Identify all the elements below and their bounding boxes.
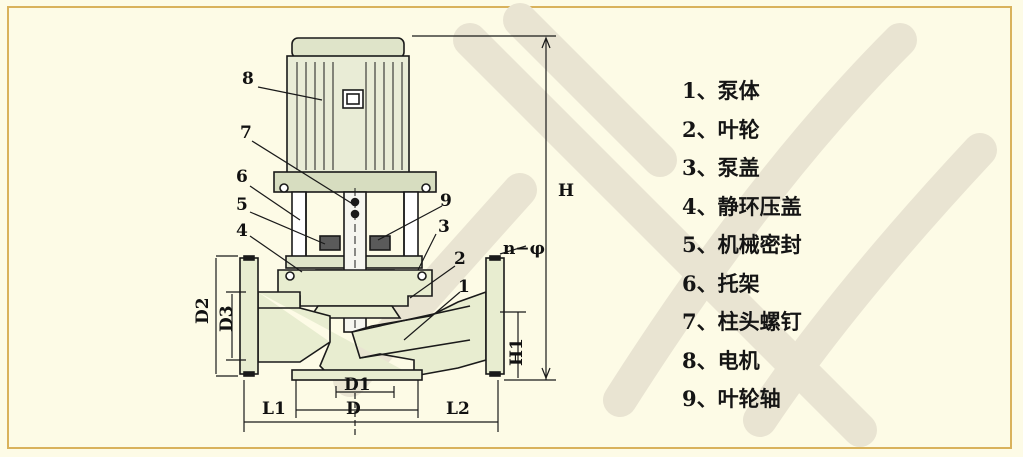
dim-D2: D2 bbox=[193, 297, 213, 324]
callout-4: 4 bbox=[236, 221, 248, 241]
callout-1: 1 bbox=[458, 277, 470, 297]
parts-legend: 1、泵体 2、叶轮 3、泵盖 4、静环压盖 5、机械密封 6、托架 7、柱头螺钉… bbox=[682, 72, 802, 419]
legend-item-1: 1、泵体 bbox=[682, 78, 760, 103]
legend-item-9: 9、叶轮轴 bbox=[682, 386, 781, 411]
dim-D: D bbox=[346, 399, 361, 419]
callout-6: 6 bbox=[236, 167, 248, 187]
dim-H1: H1 bbox=[507, 338, 527, 366]
dim-L2: L2 bbox=[446, 399, 470, 419]
dimension-lines bbox=[215, 35, 556, 438]
dim-D3: D3 bbox=[217, 305, 237, 332]
callout-7: 7 bbox=[240, 123, 252, 143]
legend-item-6: 6、托架 bbox=[682, 270, 760, 296]
callout-numbers: 8 7 6 5 4 9 3 2 1 bbox=[236, 69, 470, 297]
callout-2: 2 bbox=[454, 249, 466, 269]
callout-5: 5 bbox=[236, 195, 248, 215]
callout-9: 9 bbox=[440, 191, 452, 211]
legend-item-2: 2、叶轮 bbox=[682, 116, 760, 142]
dimension-labels: H n−φ D2 D3 H1 D1 D L1 L2 bbox=[193, 181, 574, 419]
dim-L1: L1 bbox=[262, 399, 286, 419]
legend-item-7: 7、柱头螺钉 bbox=[682, 309, 802, 334]
callout-8: 8 bbox=[242, 69, 254, 89]
callout-3: 3 bbox=[438, 217, 450, 237]
legend-item-3: 3、泵盖 bbox=[682, 155, 760, 180]
legend-item-8: 8、电机 bbox=[682, 347, 760, 373]
legend-item-4: 4、静环压盖 bbox=[682, 193, 802, 219]
pump-casing bbox=[257, 269, 487, 381]
dim-H: H bbox=[558, 181, 574, 201]
inlet-flange bbox=[239, 255, 259, 377]
legend-item-5: 5、机械密封 bbox=[682, 232, 802, 257]
dim-n-phi: n−φ bbox=[503, 239, 545, 259]
leader-lines bbox=[249, 86, 527, 341]
motor bbox=[273, 37, 437, 193]
outlet-flange bbox=[485, 255, 505, 377]
dim-D1: D1 bbox=[344, 375, 371, 395]
